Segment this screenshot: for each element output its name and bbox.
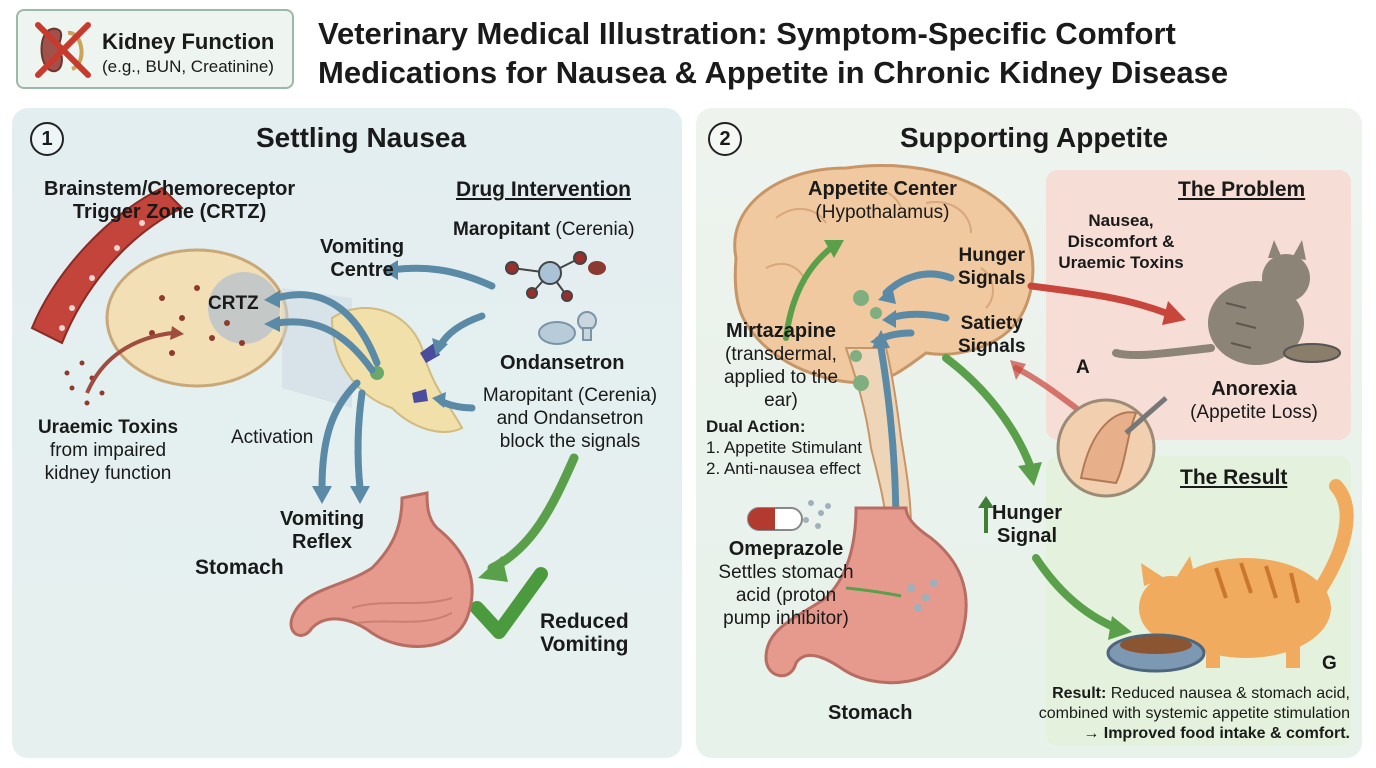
maropitant-molecule-icon	[505, 251, 587, 302]
maropitant-brand: (Cerenia)	[550, 219, 635, 240]
satiety-line2: Signals	[958, 336, 1026, 357]
problem-box	[1046, 170, 1351, 440]
dual-action-1: 1. Appetite Stimulant	[706, 438, 862, 457]
result-heading: The Result	[1180, 466, 1288, 489]
stomach-label-1: Stomach	[195, 556, 284, 579]
ondansetron-label: Ondansetron	[500, 352, 625, 374]
satiety-line1: Satiety	[960, 313, 1023, 334]
ondansetron-pill-icon	[538, 321, 576, 345]
panel2-number: 2	[708, 122, 742, 156]
panel2-title: Supporting Appetite	[900, 122, 1169, 153]
result-label: Result:	[1052, 685, 1107, 702]
block-note-line2: and Ondansetron	[496, 408, 644, 429]
appetite-center-line1: Appetite Center	[808, 178, 957, 200]
eating-cat-icon	[1139, 479, 1354, 668]
crtz-label: Brainstem/Chemoreceptor Trigger Zone (CR…	[44, 178, 295, 224]
problem-line3: Uraemic Toxins	[1058, 253, 1184, 272]
mirtazapine-line1: (transdermal,	[725, 344, 837, 365]
brain-icon	[733, 164, 1035, 385]
anorexia-line2: (Appetite Loss)	[1190, 402, 1318, 423]
dual-action-2: 2. Anti-nausea effect	[706, 459, 861, 478]
omeprazole-name: Omeprazole	[728, 538, 844, 560]
vomiting-centre-label: Vomiting Centre	[320, 236, 404, 282]
badge-title: Kidney Function	[102, 29, 275, 54]
problem-line1: Nausea,	[1088, 211, 1154, 230]
blood-vessel-icon	[30, 186, 184, 345]
crtz-short-label: CRTZ	[208, 293, 259, 314]
checkmark-icon	[470, 567, 548, 639]
maropitant-label: Maropitant (Cerenia)	[453, 218, 635, 241]
uraemic-line1: Uraemic Toxins	[37, 417, 179, 438]
panel1-number: 1	[30, 122, 64, 156]
appetite-illustration	[733, 164, 1354, 685]
reduced-vomiting-label: Reduced Vomiting	[540, 610, 629, 656]
block-note-line3: block the signals	[499, 431, 641, 452]
mirtazapine-name: Mirtazapine	[725, 320, 837, 342]
omeprazole-line3: pump inhibitor)	[723, 608, 849, 629]
mirtazapine-line2: applied to the	[723, 367, 839, 388]
vomiting-reflex-line1: Vomiting	[280, 508, 365, 530]
stomach-icon-2	[764, 506, 968, 685]
block-signals-note: Maropitant (Cerenia) and Ondansetron blo…	[480, 384, 660, 453]
anorexia-label: Anorexia (Appetite Loss)	[1174, 378, 1334, 424]
mirtazapine-line3: ear)	[764, 390, 798, 411]
kidney-function-badge: Kidney Function (e.g., BUN, Creatinine)	[16, 9, 294, 89]
hunger-signal-line1: Hunger	[992, 502, 1062, 524]
hunger-signal-line2: Signal	[996, 525, 1057, 547]
hunger-signals-line1: Hunger	[958, 245, 1026, 266]
problem-line2: Discomfort &	[1067, 232, 1175, 251]
stomach-icon	[289, 491, 474, 648]
result-summary-line3: → Improved food intake & comfort.	[1083, 725, 1350, 742]
dual-action-note: Dual Action: 1. Appetite Stimulant 2. An…	[706, 416, 862, 479]
anorexic-cat-icon	[1112, 240, 1310, 365]
appetite-center-label: Appetite Center (Hypothalamus)	[808, 178, 957, 224]
vomiting-reflex-line2: Reflex	[292, 531, 353, 553]
stomach-label-2: Stomach	[828, 702, 913, 724]
kidney-crossed-icon	[35, 22, 91, 78]
hunger-signals-label: Hunger Signals	[958, 244, 1026, 290]
omeprazole-line2: acid (proton	[735, 585, 837, 606]
result-text-1: Reduced nausea & stomach acid,	[1106, 685, 1350, 702]
vomiting-centre-line1: Vomiting	[320, 236, 405, 258]
result-summary: Result: Reduced nausea & stomach acid, c…	[960, 684, 1350, 744]
badge-subtitle: (e.g., BUN, Creatinine)	[102, 57, 274, 76]
omeprazole-pill-icon	[747, 507, 803, 531]
activation-label: Activation	[231, 427, 314, 448]
title-line-1: Veterinary Medical Illustration: Symptom…	[318, 16, 1176, 51]
nausea-illustration	[30, 186, 606, 648]
reduced-line1: Reduced	[540, 610, 629, 633]
vomiting-centre-line2: Centre	[330, 259, 394, 281]
problem-heading: The Problem	[1178, 178, 1306, 201]
hunger-signals-line2: Signals	[958, 268, 1026, 289]
hunger-signal-label: Hunger Signal	[992, 502, 1062, 548]
anorexia-line1: Anorexia	[1211, 378, 1297, 400]
uraemic-toxins-label: Uraemic Toxins from impaired kidney func…	[28, 416, 188, 485]
satiety-signals-label: Satiety Signals	[958, 312, 1026, 358]
crtz-label-line2: Trigger Zone (CRTZ)	[72, 201, 267, 223]
crtz-label-line1: Brainstem/Chemoreceptor	[44, 178, 296, 200]
dual-action-heading: Dual Action:	[706, 417, 806, 436]
uraemic-line3: kidney function	[44, 463, 172, 484]
marker-a: A	[1076, 357, 1090, 378]
page-title: Veterinary Medical Illustration: Symptom…	[318, 14, 1358, 92]
maropitant-name: Maropitant	[453, 219, 551, 240]
result-summary-line2: combined with systemic appetite stimulat…	[1038, 705, 1350, 722]
omeprazole-line1: Settles stomach	[718, 562, 854, 583]
panel1-title: Settling Nausea	[256, 122, 467, 153]
uraemic-line2: from impaired	[49, 440, 167, 461]
vomiting-reflex-label: Vomiting Reflex	[280, 508, 364, 554]
result-summary-line1: Result: Reduced nausea & stomach acid,	[960, 684, 1350, 704]
mirtazapine-label: Mirtazapine (transdermal, applied to the…	[706, 320, 856, 412]
omeprazole-label: Omeprazole Settles stomach acid (proton …	[706, 538, 866, 630]
drug-intervention-heading: Drug Intervention	[456, 178, 632, 201]
marker-g: G	[1322, 653, 1337, 674]
block-note-line1: Maropitant (Cerenia)	[482, 385, 658, 406]
reduced-line2: Vomiting	[540, 633, 629, 656]
problem-causes: Nausea, Discomfort & Uraemic Toxins	[1046, 210, 1196, 273]
appetite-center-line2: (Hypothalamus)	[815, 202, 950, 223]
title-line-2: Medications for Nausea & Appetite in Chr…	[318, 55, 1229, 90]
food-bowl-icon	[1283, 343, 1341, 363]
